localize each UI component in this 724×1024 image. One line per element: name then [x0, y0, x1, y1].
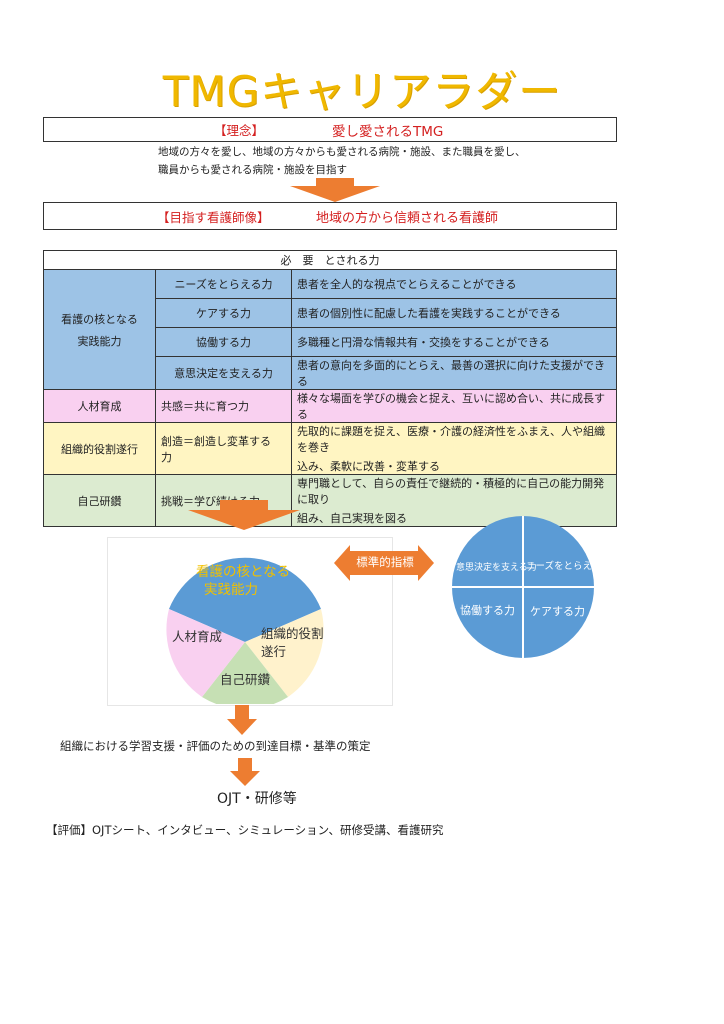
- ability-name-line-2: 力: [161, 450, 172, 464]
- pie-slice-core: [169, 557, 321, 642]
- quadrant-collaboration: 協働する力: [460, 604, 515, 617]
- category-core-line-2: 実践能力: [77, 334, 122, 348]
- philosophy-line-2: 職員からも愛される病院・施設を目指す: [158, 164, 347, 176]
- table-header: 必 要 とされる力: [43, 250, 617, 270]
- down-arrow-icon: [230, 758, 260, 786]
- category-core-line-1: 看護の核となる: [61, 312, 138, 326]
- down-arrow-icon: [188, 500, 300, 530]
- ideal-box: 【目指す看護師像】 地域の方から信頼される看護師: [43, 202, 617, 230]
- ability-desc: 専門職として、自らの責任で継続的・積極的に自己の能力開発に取り 組み、自己実現を…: [291, 474, 617, 527]
- quadrant-care: ケアする力: [530, 605, 585, 618]
- indicator-label: 標準的指標: [356, 555, 414, 569]
- ability-desc: 患者を全人的な視点でとらえることができる: [291, 269, 617, 299]
- ability-desc: 多職種と円滑な情報共有・交換をすることができる: [291, 327, 617, 357]
- pie-slice-org: [245, 609, 324, 697]
- category-hr: 人材育成: [43, 389, 156, 423]
- pie-label-core-1: 看護の核となる: [196, 564, 291, 580]
- ability-name: 共感＝共に育つ力: [155, 389, 292, 423]
- double-arrow-icon: [334, 545, 434, 581]
- pie-frame: [107, 537, 393, 706]
- philosophy-box: 【理念】 愛し愛されるTMG: [43, 117, 617, 142]
- quadrant-decision: 意思決定を支える力: [456, 563, 537, 573]
- category-org: 組織的役割遂行: [43, 422, 156, 475]
- ability-desc-line-1: 専門職として、自らの責任で継続的・積極的に自己の能力開発に取り: [297, 477, 605, 506]
- philosophy-label: 【理念】: [214, 123, 265, 138]
- ability-desc: 様々な場面を学びの機会と捉え、互いに認め合い、共に成長する: [291, 389, 617, 423]
- category-core: 看護の核となる 実践能力: [43, 269, 156, 390]
- ability-desc-line-1: 先取的に課題を捉え、医療・介護の経済性をふまえ、人や組織を巻き: [297, 425, 605, 454]
- pie-diagram: [166, 557, 324, 704]
- flow-step-goals: 組織における学習支援・評価のための到達目標・基準の策定: [60, 739, 371, 753]
- category-self: 自己研鑽: [43, 474, 156, 527]
- ideal-text: 地域の方から信頼される看護師: [316, 210, 499, 226]
- ability-desc: 先取的に課題を捉え、医療・介護の経済性をふまえ、人や組織を巻き 込み、柔軟に改善…: [291, 422, 617, 475]
- pie-label-self: 自己研鑽: [220, 672, 271, 687]
- pie-label-org-2: 遂行: [261, 644, 287, 659]
- ability-desc-line-2: 込み、柔軟に改善・変革する: [297, 460, 440, 473]
- pie-slice-hr: [166, 609, 245, 697]
- ability-name: 意思決定を支える力: [155, 356, 292, 390]
- page-title: TMGキャリアラダー: [162, 67, 562, 116]
- ability-name: 協働する力: [155, 327, 292, 357]
- pie-label-org-1: 組織的役割: [261, 626, 324, 641]
- philosophy-line-1: 地域の方々を愛し、地域の方々からも愛される病院・施設、また職員を愛し、: [158, 146, 526, 158]
- flow-step-ojt: OJT・研修等: [217, 791, 297, 807]
- ability-desc-line-2: 組み、自己実現を図る: [297, 512, 407, 525]
- pie-slice-self: [202, 642, 288, 704]
- ability-name: ケアする力: [155, 298, 292, 328]
- ability-desc: 患者の意向を多面的にとらえ、最善の選択に向けた支援ができる: [291, 356, 617, 390]
- philosophy-text: 愛し愛されるTMG: [332, 123, 444, 140]
- pie-label-core-2: 実践能力: [204, 582, 258, 598]
- down-arrow-icon: [227, 705, 257, 735]
- evaluation-text: 【評価】OJTシート、インタビュー、シミュレーション、研修受講、看護研究: [46, 823, 444, 837]
- ability-desc: 患者の個別性に配慮した看護を実践することができる: [291, 298, 617, 328]
- ability-name-line-1: 創造＝創造し変革する: [161, 434, 271, 448]
- quadrant-needs: ニーズをとらえる力: [526, 561, 611, 572]
- ideal-label: 【目指す看護師像】: [157, 209, 270, 225]
- ability-name: 創造＝創造し変革する 力: [155, 422, 292, 475]
- ability-name: ニーズをとらえる力: [155, 269, 292, 299]
- down-arrow-icon: [290, 178, 380, 202]
- quadrant-circle: [452, 516, 594, 658]
- pie-label-hr: 人材育成: [172, 629, 223, 644]
- abilities-table: 必 要 とされる力 看護の核となる 実践能力 ニーズをとらえる力 患者を全人的な…: [43, 250, 617, 527]
